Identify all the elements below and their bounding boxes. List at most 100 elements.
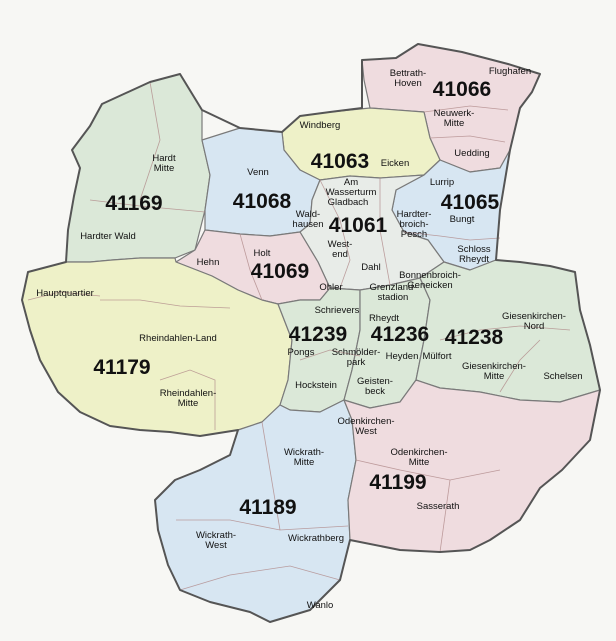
district-label-line: Hauptquartier [36,288,94,299]
district-label: Wanlo [307,600,334,611]
district-label: Schelsen [543,371,582,382]
district-label-line: Schmölder- [332,347,381,358]
district-label-line: Mitte [409,457,430,468]
postal-code-label: 41238 [445,326,504,349]
district-label: Geisten-beck [357,376,393,397]
district-label: Odenkirchen-West [337,416,394,437]
district-label-line: Schrievers [315,305,360,316]
district-label-line: Neuwerk- [434,108,475,119]
district-label-line: Windberg [300,120,341,131]
district-label-line: West- [328,239,353,250]
district-label-line: Hoven [394,78,421,89]
district-label-line: Lurrip [430,177,454,188]
district-label-line: Dahl [361,262,381,273]
district-label: Ohler [319,282,342,293]
district-label-line: Wickrath- [196,530,236,541]
district-label: Pongs [288,347,315,358]
district-label-line: Holt [254,248,271,259]
district-label-line: Mitte [484,371,505,382]
district-label-line: Wickrath- [284,447,324,458]
postal-code-label: 41179 [93,356,150,379]
district-label-line: Bonnenbroich- [399,270,461,281]
district-label: Wald-hausen [292,209,323,230]
district-label: Hardter-broich-Pesch [397,209,432,240]
district-label-line: Am [344,177,358,188]
district-label-line: Rheindahlen-Land [139,333,217,344]
postal-code-label: 41199 [369,471,426,494]
district-label-line: Pongs [288,347,315,358]
district-label: Bungt [450,214,475,225]
district-label-line: Uedding [454,148,489,159]
district-label-line: Hockstein [295,380,337,391]
district-label: Hardter Wald [80,231,136,242]
district-label-line: Bettrath- [390,68,426,79]
district-label-line: Sasserath [417,501,460,512]
district-label: Giesenkirchen-Mitte [462,361,526,382]
district-label: Holt [254,248,271,259]
district-label-line: Mitte [444,118,465,129]
district-label: Wickrath-Mitte [284,447,324,468]
district-label-line: Geneicken [407,280,452,291]
postal-code-label: 41066 [433,78,491,101]
district-label-line: Odenkirchen- [337,416,394,427]
district-label-line: Giesenkirchen- [462,361,526,372]
city-boundary [21,43,601,623]
district-label-line: Wasserturm [326,187,377,198]
postal-code-label: 41239 [289,323,347,346]
district-label: Gladbach [328,197,369,208]
district-label: Heyden [386,351,419,362]
district-label: Wickrathberg [288,533,344,544]
district-label: Bonnenbroich-Geneicken [399,270,461,291]
district-label-line: Rheydt [459,254,489,265]
district-label: Flughafen [489,66,531,77]
district-label: Uedding [454,148,489,159]
district-label-line: Pesch [401,229,427,240]
district-label: Eicken [381,158,410,169]
district-label: Windberg [300,120,341,131]
postal-code-label: 41069 [251,260,309,283]
district-label-line: Hardter Wald [80,231,136,242]
district-label-line: Eicken [381,158,410,169]
district-label-line: Flughafen [489,66,531,77]
district-label-line: Venn [247,167,269,178]
district-label-line: West [355,426,377,437]
postal-code-label: 41063 [311,150,369,173]
district-label-line: Giesenkirchen- [502,311,566,322]
district-label-line: Geisten- [357,376,393,387]
district-label-line: Rheindahlen- [160,388,217,399]
district-label: Dahl [361,262,381,273]
district-label-line: Nord [524,321,545,332]
district-label: Hehn [197,257,220,268]
postal-code-label: 41068 [233,190,292,213]
district-label-line: Schloss [457,244,491,255]
district-label-line: Bungt [450,214,475,225]
district-label-line: Rheydt [369,313,399,324]
postal-code-label: 41189 [239,496,296,519]
district-label-line: hausen [292,219,323,230]
district-label-line: Ohler [319,282,342,293]
district-label-line: Odenkirchen- [390,447,447,458]
district-label-line: Mitte [154,163,175,174]
district-label: Bettrath-Hoven [390,68,426,89]
district-label-line: Mitte [178,398,199,409]
district-label: Rheindahlen-Mitte [160,388,217,409]
district-label: Giesenkirchen-Nord [502,311,566,332]
district-label: Grenzland-stadion [370,282,417,303]
district-label-line: Schelsen [543,371,582,382]
district-label-line: Wickrathberg [288,533,344,544]
district-label-line: Mitte [294,457,315,468]
quarter-boundaries [27,81,571,591]
district-label: Odenkirchen-Mitte [390,447,447,468]
district-label: Venn [247,167,269,178]
district-labels: Bettrath-HovenFlughafenNeuwerk-MitteUedd… [36,66,582,611]
district-label-line: West [205,540,227,551]
district-label: Neuwerk-Mitte [434,108,475,129]
postal-code-label: 41061 [329,214,388,237]
district-label-line: Grenzland- [370,282,417,293]
